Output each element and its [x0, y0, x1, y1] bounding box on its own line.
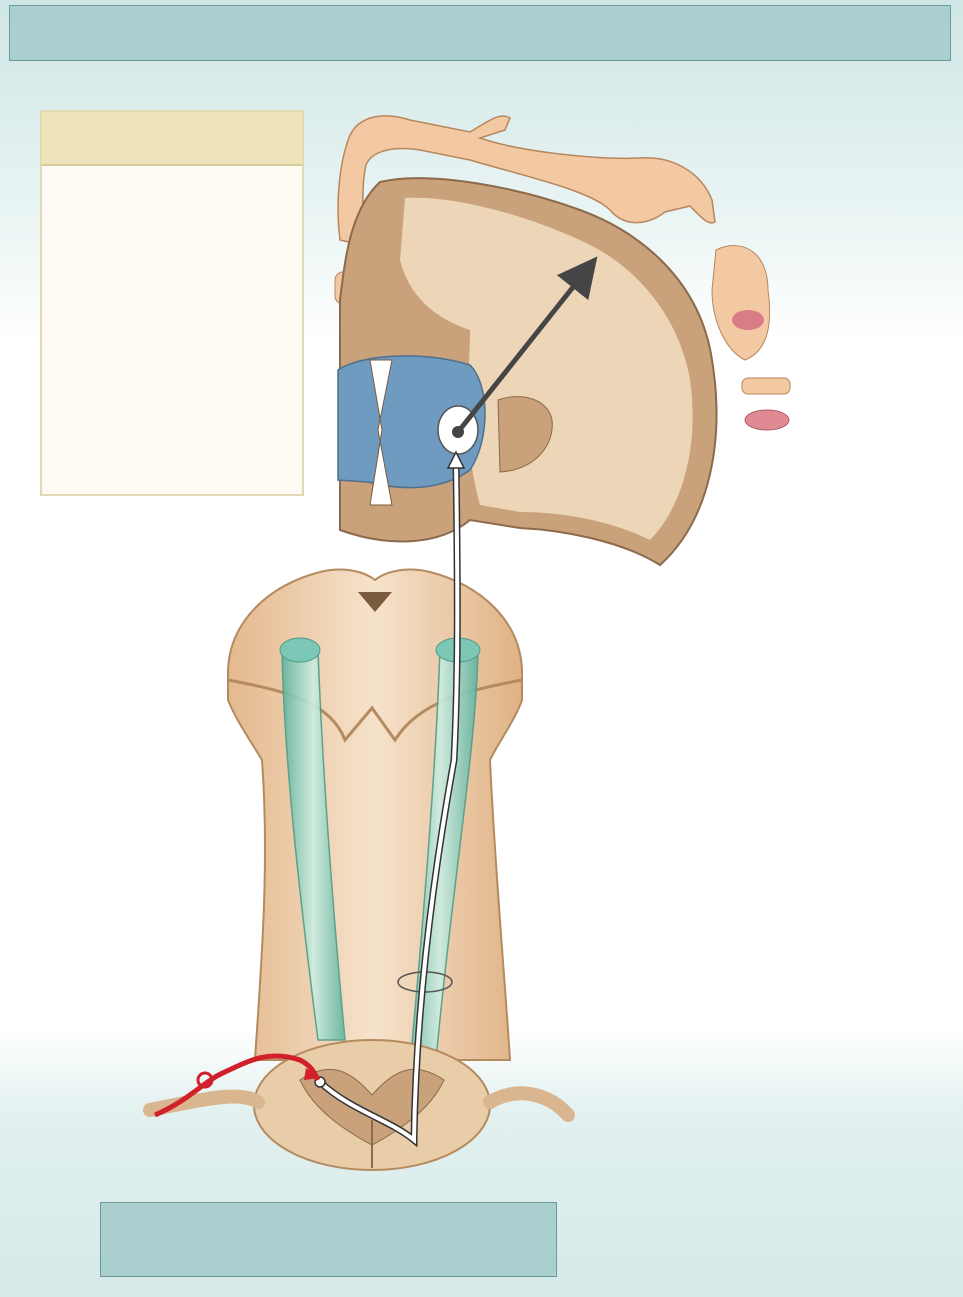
teeth-icon	[742, 378, 790, 394]
left-tract-cap	[280, 638, 320, 662]
brain-coronal-section	[338, 178, 716, 565]
tongue-icon	[745, 410, 789, 430]
face-icon	[712, 246, 770, 360]
spinal-cord	[228, 570, 522, 1060]
footer-caption-bar	[100, 1202, 557, 1277]
